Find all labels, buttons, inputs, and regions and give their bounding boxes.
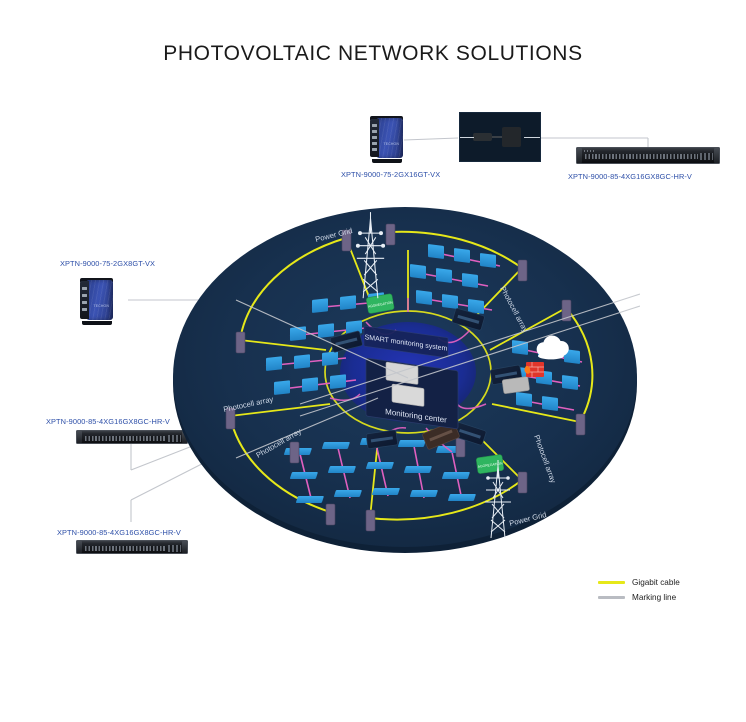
svg-text:AGGREGATION: AGGREGATION bbox=[368, 300, 394, 308]
wallbox-brand: TECHON bbox=[93, 304, 109, 308]
aggregation-node-nw: AGGREGATION bbox=[366, 293, 395, 314]
rack-ear-left bbox=[577, 148, 582, 163]
module-block-right bbox=[501, 127, 521, 147]
wallbox-brand: TECHON bbox=[383, 142, 399, 146]
panels-ne bbox=[410, 244, 496, 314]
gigabit-feeder-8 bbox=[229, 403, 331, 417]
disk-marking-lines bbox=[235, 293, 640, 459]
device-top-rack[interactable] bbox=[576, 147, 720, 164]
gigabit-arc-sw bbox=[229, 415, 331, 513]
rack-ear-left bbox=[77, 431, 82, 443]
photovoltaic-plant-disk: AGGREGATION AGGREGATION bbox=[170, 190, 640, 565]
transmission-tower-icon bbox=[485, 460, 511, 539]
fiber-module-photo bbox=[459, 112, 541, 162]
rack-ethernet-ports bbox=[85, 545, 166, 551]
edge-gateway-box bbox=[501, 376, 530, 394]
wallbox-port bbox=[372, 130, 377, 133]
transmission-tower-icon bbox=[355, 212, 386, 299]
device-lowerleft-rack-2[interactable] bbox=[76, 540, 188, 554]
module-wire-out bbox=[524, 136, 540, 138]
wallbox-body: TECHON bbox=[377, 118, 403, 158]
device-top-wallbox[interactable]: TECHON bbox=[370, 116, 410, 163]
photocell-array-ne bbox=[410, 244, 501, 314]
wallbox-port bbox=[82, 301, 87, 304]
panels-s bbox=[283, 438, 476, 503]
wallbox-port bbox=[372, 124, 377, 127]
wallbox-base bbox=[82, 321, 112, 325]
rack-sfp-ports bbox=[168, 435, 181, 443]
gigabit-sector-arcs bbox=[229, 230, 594, 521]
cloud-icon bbox=[536, 335, 569, 360]
legend: Gigabit cable Marking line bbox=[598, 575, 728, 605]
wallbox-port bbox=[82, 308, 87, 311]
rack-ear-right bbox=[182, 541, 187, 553]
monitoring-center-platform: SMART monitoring system Monitoring cente… bbox=[363, 325, 459, 430]
wallbox-port bbox=[372, 148, 377, 151]
photocell-array-s bbox=[283, 438, 476, 503]
device-label-top-rack: XPTN-9000-85-4XG16GX8GC-HR-V bbox=[568, 172, 692, 181]
gigabit-feeder-2 bbox=[239, 339, 327, 351]
rack-status-leds bbox=[584, 150, 594, 153]
rack-sfp-ports bbox=[700, 153, 713, 161]
wallbox-body: TECHON bbox=[87, 280, 113, 320]
rack-ethernet-ports bbox=[585, 154, 698, 160]
legend-swatch-marking bbox=[598, 596, 625, 599]
gigabit-feeder-5 bbox=[491, 403, 581, 423]
page-title: PHOTOVOLTAIC NETWORK SOLUTIONS bbox=[163, 42, 583, 65]
legend-item-marking: Marking line bbox=[598, 590, 728, 605]
gigabit-feeder-4 bbox=[489, 307, 567, 351]
aggregation-node-se: AGGREGATION bbox=[476, 454, 504, 474]
svg-text:AGGREGATION: AGGREGATION bbox=[477, 461, 503, 469]
rack-ethernet-ports bbox=[85, 435, 166, 441]
wallbox-port bbox=[82, 294, 87, 297]
firewall-icon bbox=[524, 362, 544, 377]
gigabit-feeder-7 bbox=[369, 439, 379, 519]
wallbox-front-face bbox=[370, 119, 379, 157]
wallbox-front-face bbox=[80, 281, 89, 319]
legend-item-gigabit: Gigabit cable bbox=[598, 575, 728, 590]
device-label-lowerleft-rack-2: XPTN-9000-85-4XG16GX8GC-HR-V bbox=[57, 528, 181, 537]
disk-svg: AGGREGATION AGGREGATION bbox=[173, 207, 640, 553]
device-label-lowerleft-rack-1: XPTN-9000-85-4XG16GX8GC-HR-V bbox=[46, 417, 170, 426]
rack-sfp-ports bbox=[168, 545, 181, 553]
marking-line-top-1 bbox=[403, 137, 459, 141]
rack-ear-left bbox=[77, 541, 82, 553]
wallbox-port bbox=[82, 287, 87, 290]
module-joiner bbox=[492, 135, 502, 138]
rack-ear-right bbox=[182, 431, 187, 443]
legend-swatch-gigabit bbox=[598, 581, 625, 584]
legend-label-marking: Marking line bbox=[632, 593, 677, 602]
wallbox-port bbox=[372, 136, 377, 139]
wallbox-port bbox=[372, 142, 377, 145]
legend-label-gigabit: Gigabit cable bbox=[632, 578, 680, 587]
device-label-left-wallbox: XPTN-9000-75-2GX8GT-VX bbox=[60, 259, 156, 268]
module-wire-in bbox=[460, 136, 475, 138]
wallbox-base bbox=[372, 159, 402, 163]
gigabit-arc-nw bbox=[239, 237, 347, 341]
gigabit-arc-ne bbox=[389, 230, 523, 269]
device-left-wallbox[interactable]: TECHON bbox=[80, 278, 120, 325]
module-block-left bbox=[472, 132, 492, 141]
array-combiner-posts bbox=[225, 223, 586, 532]
gigabit-arc-e bbox=[565, 307, 594, 423]
rack-ear-right bbox=[714, 148, 719, 163]
device-label-top-wallbox: XPTN-9000-75-2GX16GT-VX bbox=[341, 170, 441, 179]
